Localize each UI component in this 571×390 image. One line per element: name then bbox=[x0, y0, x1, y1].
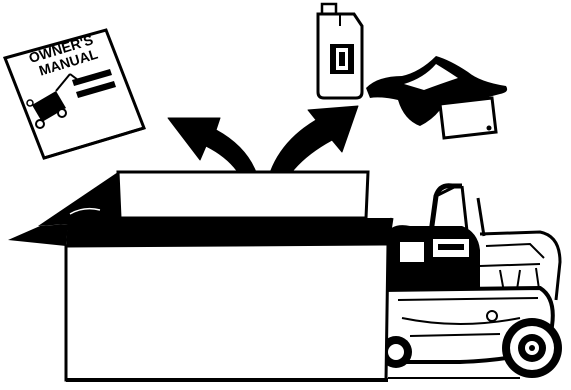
lawn-mower-icon bbox=[380, 186, 562, 378]
carton-back-flap bbox=[118, 172, 368, 218]
owners-manual-booklet-icon: OWNER'S MANUAL bbox=[5, 30, 144, 158]
open-carton-icon bbox=[8, 172, 392, 380]
grass-catcher-bag-icon bbox=[366, 56, 507, 138]
carton-front-face bbox=[66, 244, 388, 380]
mower-rear-wheel-icon bbox=[502, 318, 562, 378]
oil-bottle-icon bbox=[318, 4, 362, 98]
carton-left-flap bbox=[38, 172, 120, 226]
